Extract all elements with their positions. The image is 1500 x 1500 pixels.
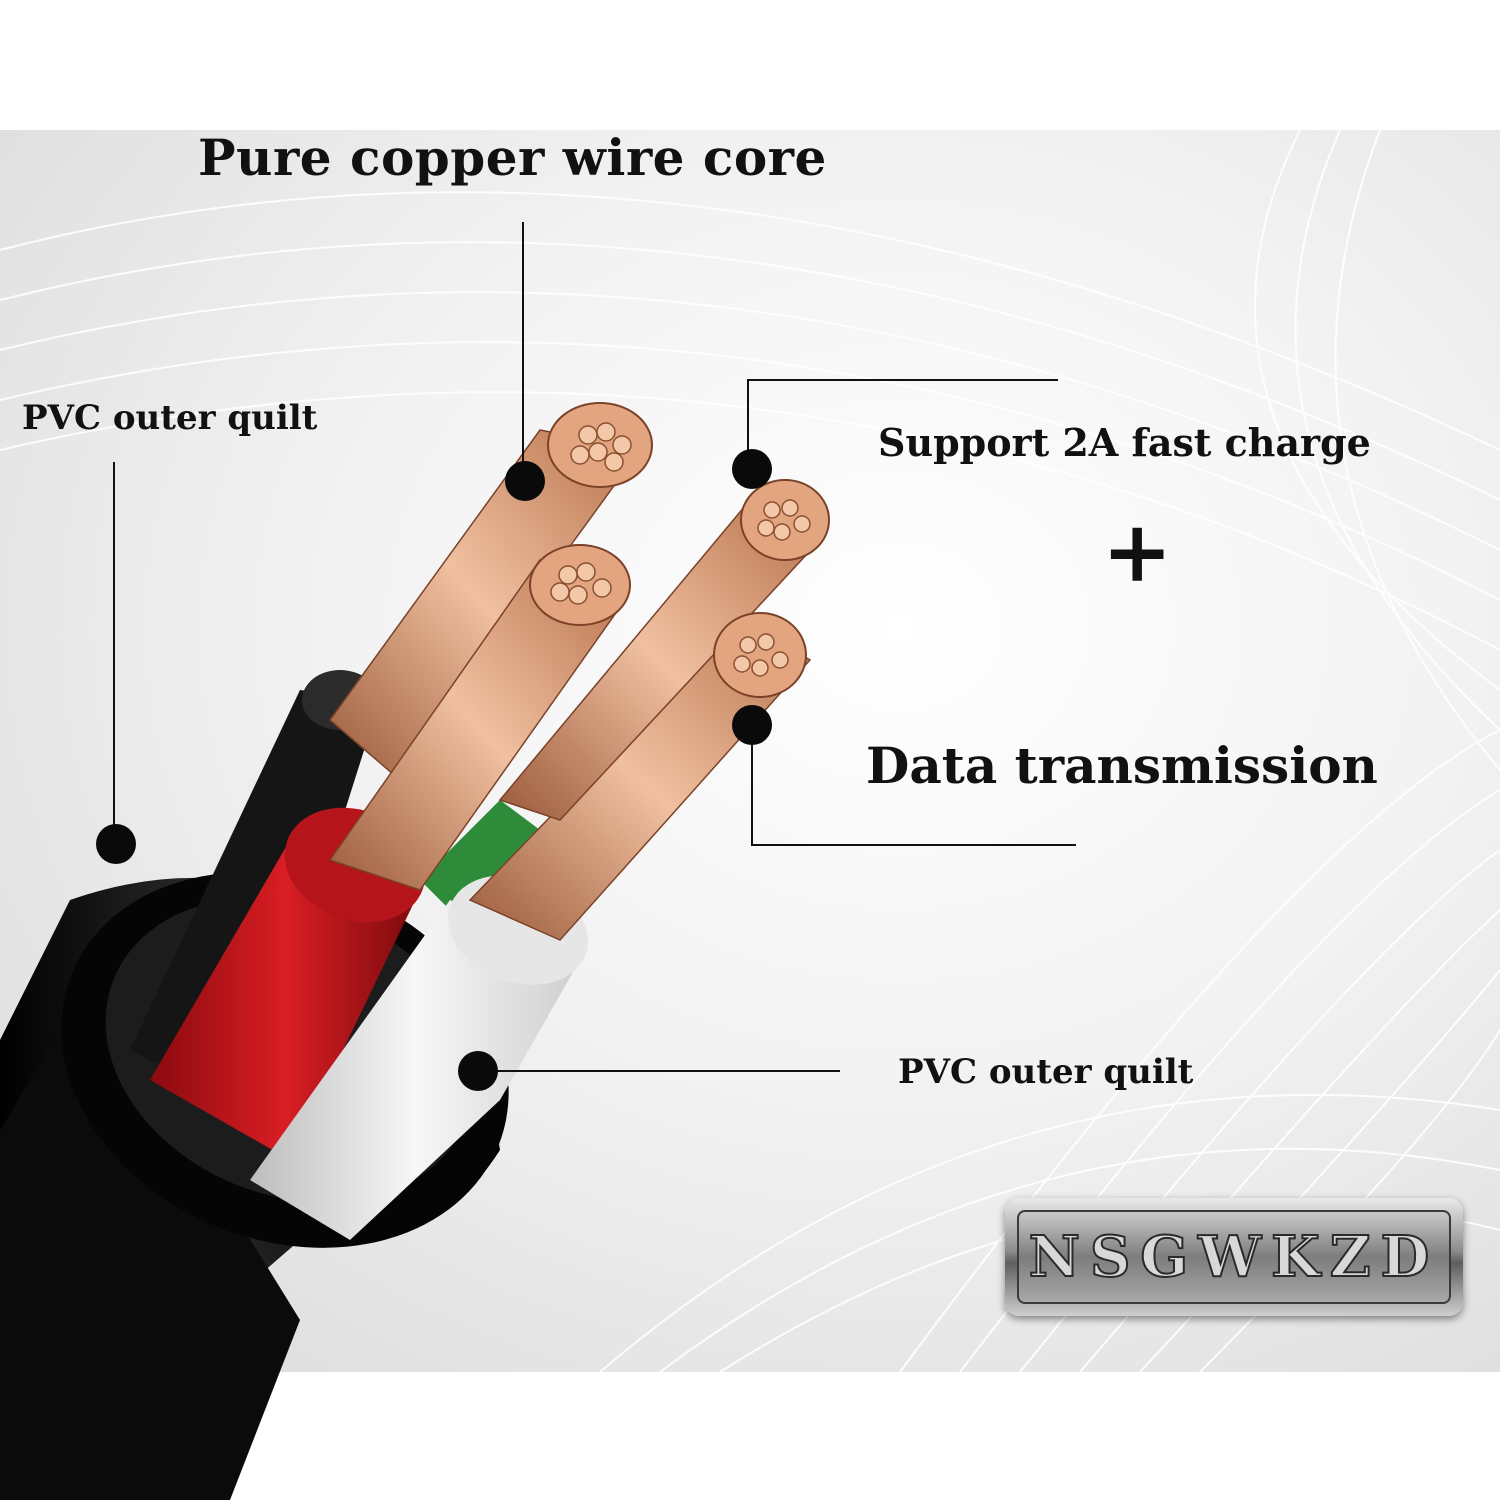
green-wire bbox=[420, 800, 540, 920]
title-pure-copper-wire-core: Pure copper wire core bbox=[198, 128, 827, 187]
callout-dot-pvc-bottom bbox=[458, 1051, 498, 1091]
brand-logo-plate: NSGWKZD bbox=[1017, 1210, 1451, 1304]
copper-strand-ends bbox=[529, 402, 830, 698]
leader-lines bbox=[113, 222, 1076, 1072]
callout-dots bbox=[96, 449, 772, 1091]
label-pvc-outer-quilt-left: PVC outer quilt bbox=[22, 398, 318, 438]
callout-dot-fast-charge bbox=[732, 449, 772, 489]
callout-dot-data bbox=[732, 705, 772, 745]
copper-strands bbox=[328, 429, 822, 941]
callout-dot-copper bbox=[505, 461, 545, 501]
callout-dot-pvc-left bbox=[96, 824, 136, 864]
label-support-2a-fast-charge: Support 2A fast charge bbox=[878, 420, 1371, 465]
label-pvc-outer-quilt-bottom: PVC outer quilt bbox=[898, 1052, 1194, 1092]
plus-sign: + bbox=[1102, 502, 1173, 601]
brand-logo-badge: NSGWKZD bbox=[1005, 1198, 1463, 1316]
label-data-transmission: Data transmission bbox=[866, 736, 1378, 795]
brand-name: NSGWKZD bbox=[1028, 1223, 1440, 1291]
